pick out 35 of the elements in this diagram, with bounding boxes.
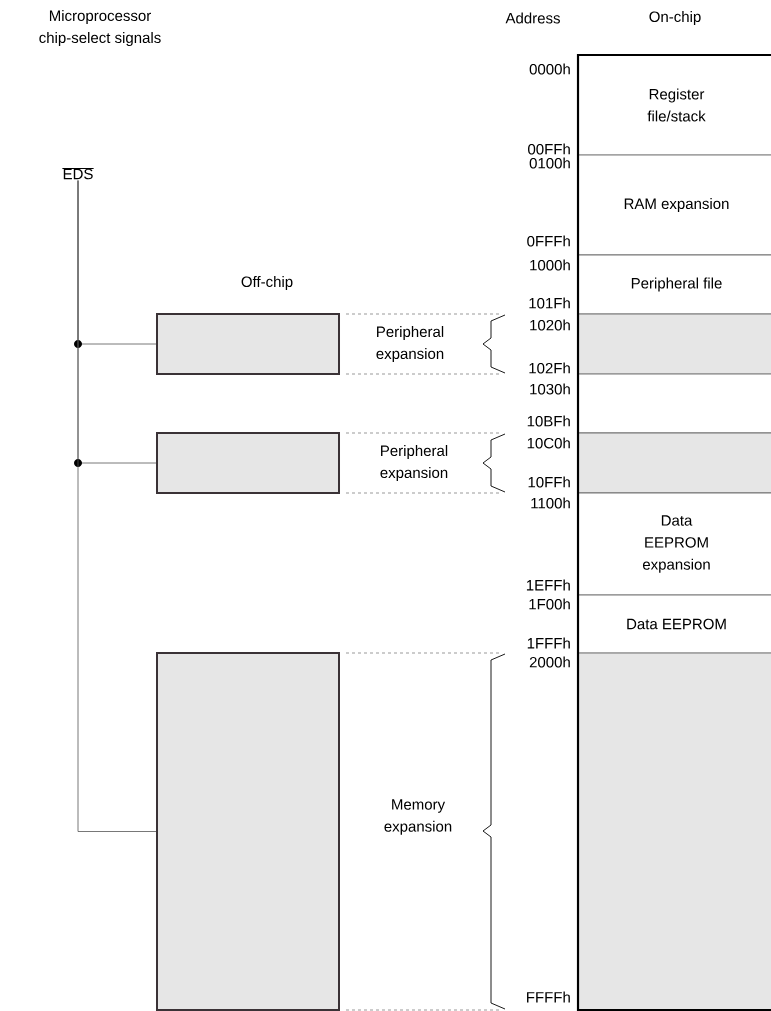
memory-segment [577,313,771,375]
memory-segment: Register file/stack [577,54,771,156]
memory-block [156,432,340,494]
memory-segment: Data EEPROM expansion [577,492,771,596]
column-heading: Address [505,12,560,24]
memory-segment: Peripheral file [577,254,771,315]
address-label: 1FFFh [527,637,570,649]
address-label: 1100h [531,497,570,509]
address-label: 2000h [529,656,570,668]
memory-segment [577,432,771,494]
address-label: 1EFFh [526,579,570,591]
address-label: 1030h [530,383,570,395]
address-label: 10BFh [527,415,570,427]
address-label: 00FFh [528,143,570,155]
address-label: 10FFh [528,476,570,488]
range-label: Peripheral expansion [376,326,444,362]
address-label: 101Fh [529,297,570,309]
signal-line [77,180,157,832]
memory-block [156,313,340,375]
address-label: 1000h [530,259,570,271]
node-label: Data EEPROM expansion [642,515,710,573]
signal-name: EDS [63,168,93,180]
address-label: 1F00h [529,598,570,610]
memory-segment: Data EEPROM [577,594,771,654]
caption-text: Microprocessor chip-select signals [39,10,161,46]
memory-segment [577,652,771,1011]
address-label: 10C0h [527,437,570,449]
address-label: 0FFFh [527,235,570,247]
memory-segment [577,373,771,434]
memory-block [156,652,340,1011]
column-heading: On-chip [649,11,701,25]
memory-segment: RAM expansion [577,154,771,256]
address-label: 0100h [529,157,570,169]
address-label: 1020h [530,319,570,331]
address-label: 102Fh [529,362,570,374]
